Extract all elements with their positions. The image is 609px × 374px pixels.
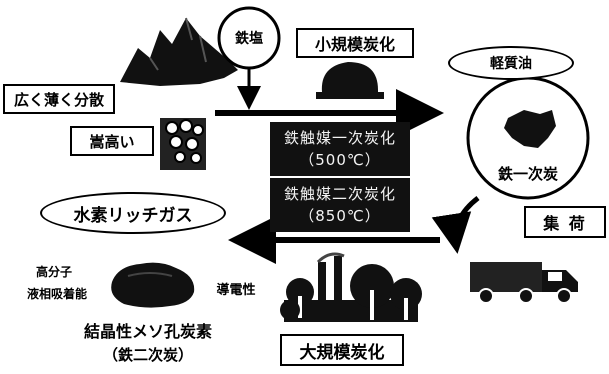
label-collect: 集 荷	[524, 206, 606, 238]
log-bundle-icon	[160, 118, 206, 170]
label-conductivity: 導電性	[216, 282, 256, 298]
label-liquid-adsorption: 液相吸着能	[26, 286, 87, 301]
label-polymer: 高分子	[35, 264, 72, 279]
secondary-carbonization-box: 鉄触媒二次炭化 （850℃）	[270, 178, 410, 232]
primary-process-name: 鉄触媒一次炭化	[283, 129, 396, 147]
label-large-scale: 大規模炭化	[280, 334, 404, 366]
charcoal-lump-icon	[504, 110, 556, 148]
label-spread: 広く薄く分散	[3, 84, 115, 114]
carbon-product-icon	[111, 262, 195, 308]
label-small-scale: 小規模炭化	[296, 28, 414, 58]
secondary-process-temp: （850℃）	[299, 207, 381, 225]
factory-icon	[280, 252, 422, 322]
label-mesoporous-carbon: 結晶性メソ孔炭素	[83, 322, 212, 341]
primary-carbonization-box: 鉄触媒一次炭化 （500℃）	[270, 122, 410, 176]
label-hydrogen-gas: 水素リッチガス	[40, 192, 226, 234]
collect-curved-arrow	[431, 196, 480, 254]
primary-process-temp: （500℃）	[299, 151, 381, 169]
secondary-process-name: 鉄触媒二次炭化	[283, 185, 396, 203]
small-kiln-icon	[316, 62, 384, 99]
truck-icon	[470, 262, 578, 304]
label-iron-secondary: （鉄二次炭）	[102, 345, 193, 364]
label-iron-primary: 鉄一次炭	[497, 164, 558, 183]
label-bulky: 嵩高い	[70, 126, 154, 156]
biomass-pile-icon	[120, 17, 238, 86]
label-light-oil: 軽質油	[448, 46, 574, 80]
label-iron-salt: 鉄塩	[235, 31, 263, 47]
